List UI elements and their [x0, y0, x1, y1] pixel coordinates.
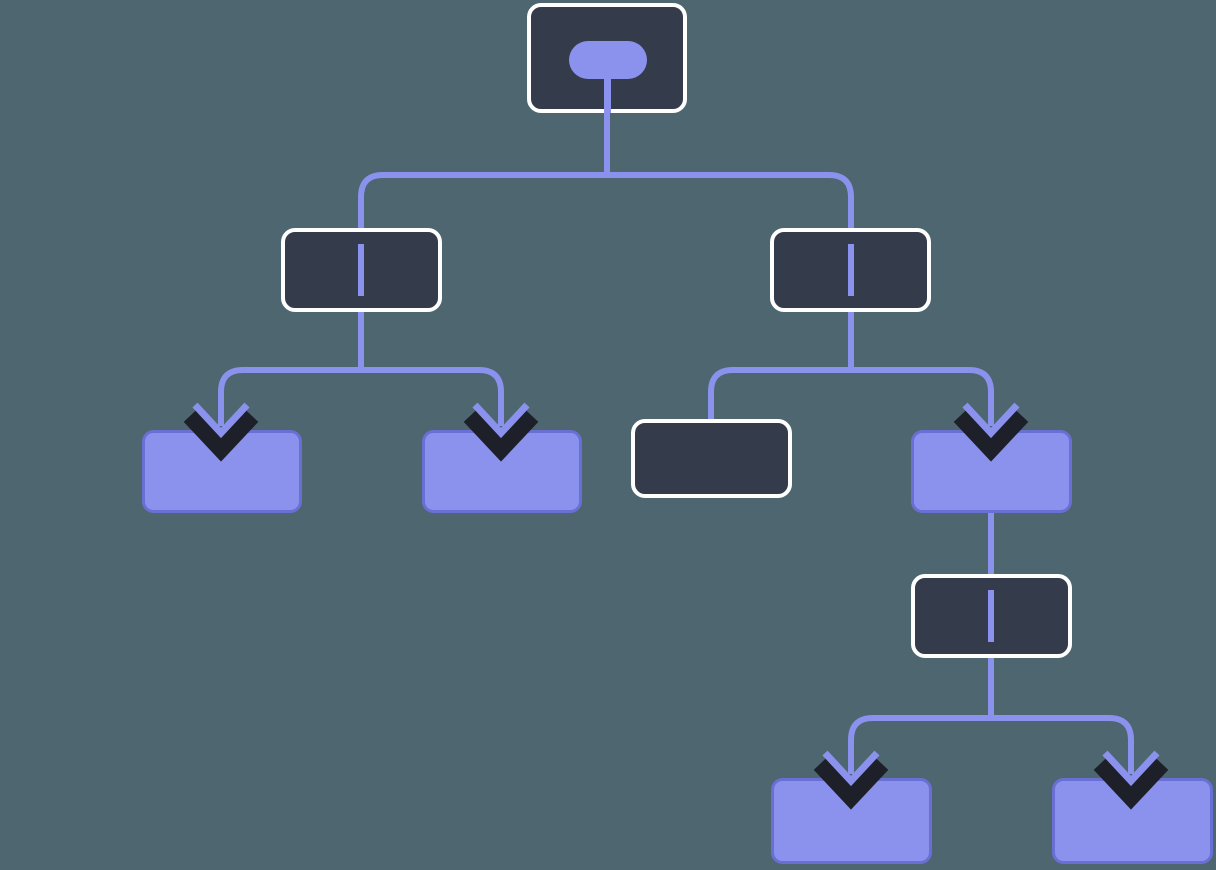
arrowhead-arrow-leaf-5 — [1093, 750, 1169, 810]
arrowhead-arrow-leaf-2 — [463, 402, 539, 462]
arrowhead-shadow-arrow-branch — [953, 408, 1029, 462]
arrowhead-shadow-arrow-leaf-2 — [463, 408, 539, 462]
connector-layer — [218, 113, 1134, 774]
pill-stem-root — [604, 79, 611, 113]
node-passthrough-line-level3-mid — [988, 590, 994, 642]
arrowhead-shadow-arrow-leaf-4 — [813, 756, 889, 810]
arrowhead-arrow-branch — [953, 402, 1029, 462]
connector-left-split-to-leaf2 — [361, 367, 504, 426]
node-leaf-3-dark[interactable] — [631, 419, 792, 498]
node-level1-right[interactable] — [770, 228, 931, 312]
arrowhead-tip-arrow-leaf-4 — [822, 750, 880, 787]
arrowhead-tip-arrow-leaf-2 — [472, 402, 530, 439]
node-level1-left[interactable] — [281, 228, 442, 312]
connector-right-split-to-leaf3 — [708, 367, 851, 419]
node-body-leaf-3-dark[interactable] — [631, 419, 792, 498]
connector-bottom-split-to-leaf4 — [848, 715, 991, 774]
arrowhead-tip-arrow-leaf-1 — [192, 402, 250, 439]
node-passthrough-line-level1-right — [848, 244, 854, 296]
pill-badge-root — [569, 41, 647, 79]
arrowhead-arrow-leaf-4 — [813, 750, 889, 810]
arrowhead-layer — [183, 402, 1169, 810]
arrowhead-tip-arrow-branch — [962, 402, 1020, 439]
connector-right-split-to-branch — [851, 367, 994, 426]
node-level3-mid[interactable] — [911, 574, 1072, 658]
arrowhead-shadow-arrow-leaf-5 — [1093, 756, 1169, 810]
arrowhead-arrow-leaf-1 — [183, 402, 259, 462]
connector-bottom-split-to-leaf5 — [991, 715, 1134, 774]
node-passthrough-line-level1-left — [358, 244, 364, 296]
node-layer — [142, 3, 1213, 864]
connector-split-to-level1-right — [607, 172, 854, 228]
connector-split-to-level1-left — [358, 172, 607, 228]
arrowhead-tip-arrow-leaf-5 — [1102, 750, 1160, 787]
arrowhead-shadow-arrow-leaf-1 — [183, 408, 259, 462]
connector-left-split-to-leaf1 — [218, 367, 361, 426]
node-root[interactable] — [527, 3, 687, 113]
